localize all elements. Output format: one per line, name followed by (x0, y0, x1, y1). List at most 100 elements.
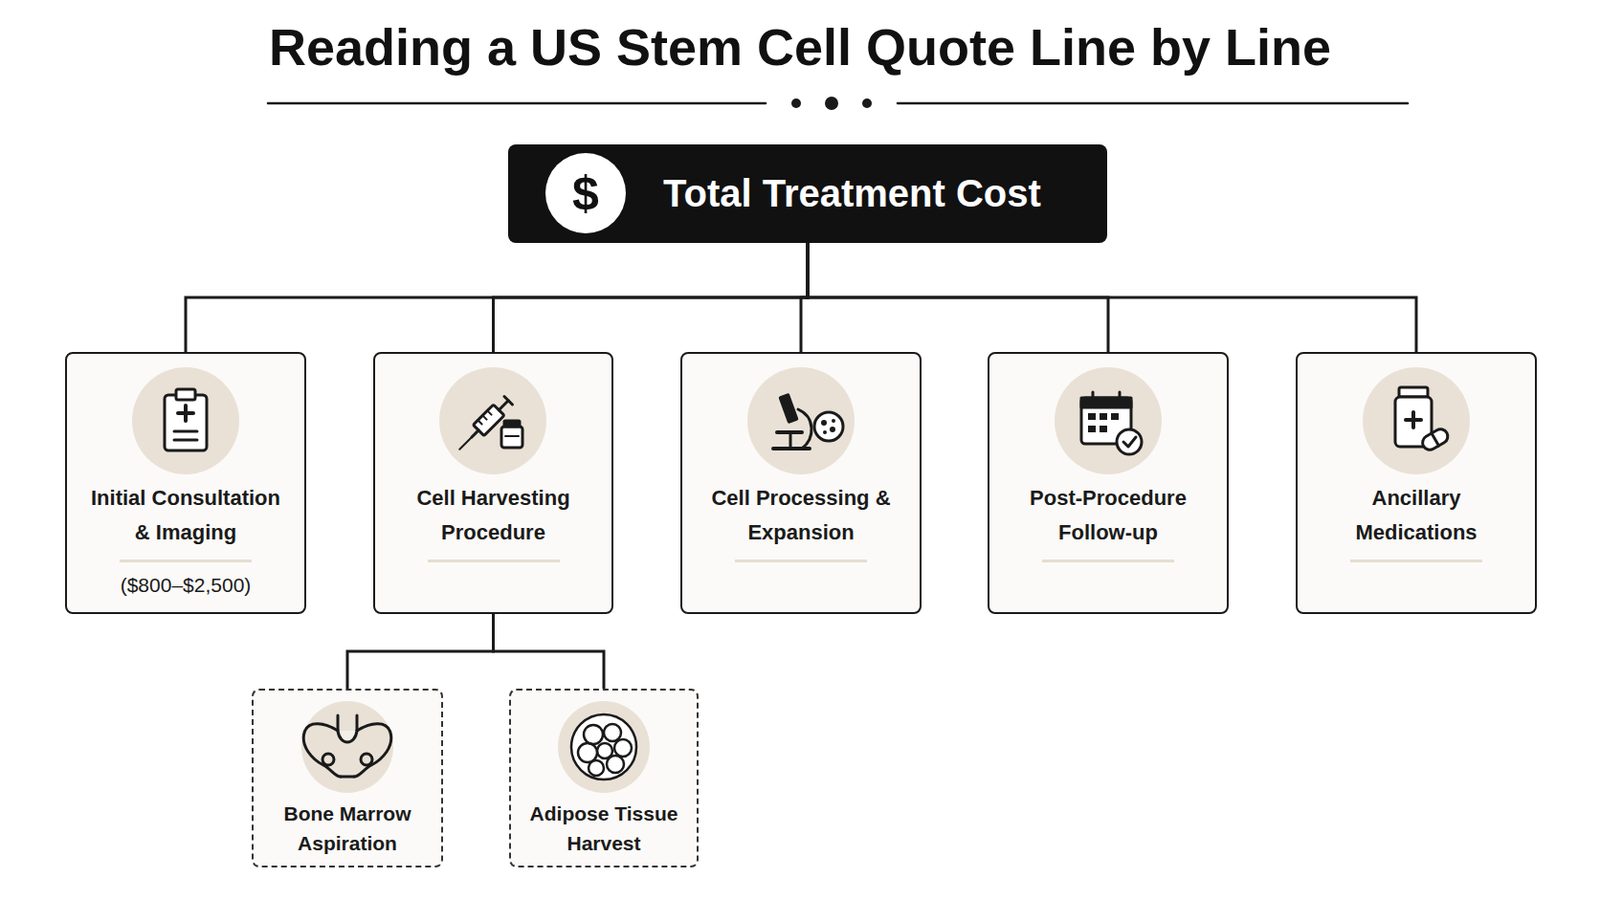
microscope-icon-part (789, 432, 793, 449)
cost-item-box: Post-Procedure Follow-up (987, 352, 1229, 615)
icon-circles (132, 367, 1470, 794)
syringe-icon-part-part (459, 437, 472, 450)
microscope-icon-part (821, 420, 827, 426)
calendar-icon-part-part (1099, 425, 1108, 433)
pelvis-icon-part (360, 754, 373, 766)
box-label: Initial Consultation & Imaging (87, 481, 285, 551)
box-label: Adipose Tissue Harvest (520, 799, 689, 859)
cost-item-box: Initial Consultation & Imaging ($800–$2,5… (65, 352, 307, 615)
sub-option-box: Adipose Tissue Harvest (509, 688, 699, 868)
title-divider-part (897, 102, 1408, 106)
microscope-icon-part (773, 446, 810, 451)
dollar-symbol: $ (545, 153, 626, 234)
clipboard-icon-part (183, 405, 188, 422)
pill-bottle-icon-part (1399, 387, 1428, 398)
pelvis-icon-part (340, 776, 355, 779)
icon-circles-part (132, 367, 240, 475)
adipose-cells-icon-part (588, 760, 604, 777)
label-underline (119, 559, 252, 563)
adipose-cells-icon-part (571, 714, 637, 780)
syringe-icon-part-part (498, 400, 509, 411)
pelvis-icon-part (337, 731, 357, 743)
adipose-cells-icon-part (603, 724, 622, 742)
syringe-icon-part-part (472, 404, 505, 437)
box-label: Total Treatment Cost (663, 144, 1042, 244)
total-cost-box: $ Total Treatment Cost (508, 144, 1108, 244)
box-label: Cell Harvesting Procedure (395, 481, 593, 551)
clipboard-icon-part (174, 439, 198, 443)
connector-line (807, 243, 1417, 353)
icon-circles-part (747, 367, 855, 475)
calendar-icon-part-part (1099, 413, 1108, 421)
calendar-icon-part (1116, 429, 1142, 455)
tree-connector (493, 243, 809, 353)
calendar-icon (1081, 392, 1142, 455)
title-divider-part (791, 98, 801, 109)
adipose-cells-icon-part (597, 743, 613, 759)
adipose-cells-icon (571, 714, 637, 780)
icon-circles-part (1362, 367, 1470, 475)
title-divider-part (824, 96, 839, 111)
calendar-icon-part (1118, 392, 1122, 402)
microscope-icon-part (814, 412, 844, 442)
calendar-icon-part (1123, 437, 1136, 447)
tree-connector (185, 243, 808, 353)
cost-item-box: Cell Harvesting Procedure (373, 352, 614, 615)
pill-bottle-icon-part-part (1420, 426, 1451, 453)
microscope-icon-part (777, 430, 802, 435)
syringe-icon-part (501, 426, 523, 448)
microscope-icon-part (822, 430, 827, 435)
microscope-icon-part (829, 426, 836, 433)
syringe-icon (454, 395, 523, 455)
label-underline (734, 559, 867, 563)
syringe-icon-part-part (477, 420, 482, 424)
label-underline (1042, 559, 1175, 563)
adipose-cells-icon-part (577, 743, 598, 763)
clipboard-icon-part (174, 430, 198, 434)
label-underline (427, 559, 560, 563)
box-label: Bone Marrow Aspiration (264, 799, 432, 859)
syringe-icon-part-part (471, 430, 479, 438)
calendar-icon-part (1088, 413, 1119, 433)
icon-circles-part (301, 701, 394, 794)
syringe-icon-part (454, 395, 514, 455)
pelvis-icon-part (322, 754, 334, 766)
clipboard-icon-part (164, 395, 207, 451)
price-range: ($800–$2,500) (66, 571, 305, 600)
connector-line (493, 243, 809, 353)
adipose-cells-icon-part (583, 725, 603, 745)
tree-connector (807, 243, 1417, 353)
syringe-icon-part-part (504, 397, 512, 405)
pill-bottle-icon-part (1395, 397, 1432, 447)
syringe-icon-part-part (482, 415, 487, 420)
pelvis-icon-part (337, 715, 357, 732)
cost-item-box: Cell Processing & Expansion (680, 352, 922, 615)
title-divider (267, 96, 1408, 111)
microscope-icon (773, 393, 844, 449)
box-label: Cell Processing & Expansion (702, 481, 900, 551)
tree-connector (347, 614, 494, 689)
connector-line (493, 614, 605, 689)
pelvis-icon-part (303, 724, 341, 778)
icon-circles-part (1054, 367, 1162, 475)
syringe-icon-part-part (487, 410, 491, 415)
calendar-icon-part (1091, 392, 1095, 402)
microscope-icon-part (831, 419, 836, 423)
pill-bottle-icon-part (1411, 412, 1416, 428)
calendar-icon-part (1081, 398, 1132, 408)
tree-connector (493, 614, 605, 689)
connector-line (347, 614, 494, 689)
calendar-icon-part-part (1088, 413, 1096, 421)
icon-circles-part (439, 367, 547, 475)
clipboard-icon-part (177, 411, 194, 416)
pill-bottle-icon-part-part (1431, 433, 1440, 446)
clipboard-icon (164, 389, 207, 451)
connector-line (185, 243, 808, 353)
adipose-cells-icon-part (614, 739, 632, 757)
pelvis-icon-part (354, 724, 392, 778)
icon-circles-part (557, 701, 650, 794)
microscope-icon-part (777, 393, 800, 424)
adipose-cells-icon-part (606, 755, 624, 774)
diagram-title: Reading a US Stem Cell Quote Line by Lin… (0, 15, 1600, 79)
